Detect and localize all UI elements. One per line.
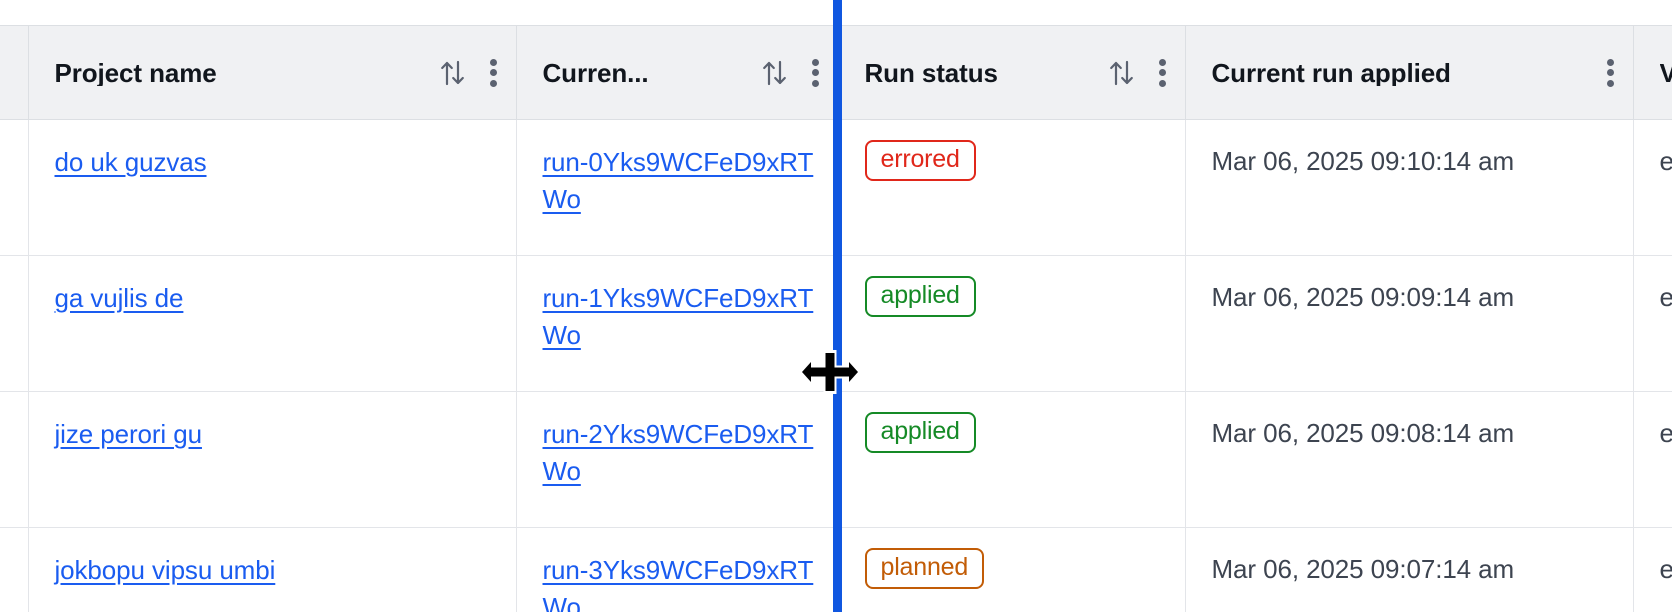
- cell-run-status: applied: [838, 391, 1186, 528]
- cell-cut-off: e: [1633, 255, 1672, 392]
- cell-current-run-applied: Mar 06, 2025 09:07:14 am: [1185, 527, 1634, 612]
- table-row: jokbopu vipsu umbi run-3Yks9WCFeD9xRTWo …: [0, 527, 1672, 612]
- applied-timestamp: Mar 06, 2025 09:10:14 am: [1211, 146, 1515, 176]
- cell-current-run: run-2Yks9WCFeD9xRTWo: [516, 391, 839, 528]
- current-run-link[interactable]: run-1Yks9WCFeD9xRTWo: [542, 283, 814, 350]
- cut-off-value: e: [1659, 282, 1672, 312]
- applied-timestamp: Mar 06, 2025 09:08:14 am: [1211, 418, 1515, 448]
- status-badge: errored: [864, 140, 976, 181]
- kebab-menu-icon[interactable]: [1159, 58, 1167, 87]
- column-header-cut-off[interactable]: V: [1633, 25, 1672, 120]
- status-badge: applied: [864, 276, 976, 317]
- kebab-menu-icon[interactable]: [812, 58, 820, 87]
- current-run-link[interactable]: run-2Yks9WCFeD9xRTWo: [542, 419, 814, 486]
- cell-run-status: planned: [838, 527, 1186, 612]
- table-body: do uk guzvas run-0Yks9WCFeD9xRTWo errore…: [0, 119, 1672, 612]
- status-badge: applied: [864, 412, 976, 453]
- cell-cut-off: e: [1633, 391, 1672, 528]
- cell-project-name: jokbopu vipsu umbi: [28, 527, 517, 612]
- cell-project-name: jize perori gu: [28, 391, 517, 528]
- cell-current-run: run-0Yks9WCFeD9xRTWo: [516, 119, 839, 256]
- sort-arrows-icon[interactable]: [1107, 56, 1137, 90]
- kebab-menu-icon[interactable]: [490, 58, 498, 87]
- header-gutter-cell: [0, 25, 29, 120]
- current-run-link[interactable]: run-3Yks9WCFeD9xRTWo: [542, 555, 814, 612]
- cell-run-status: errored: [838, 119, 1186, 256]
- cut-off-value: e: [1659, 554, 1672, 584]
- cell-current-run-applied: Mar 06, 2025 09:08:14 am: [1185, 391, 1634, 528]
- row-gutter-cell[interactable]: [0, 391, 29, 528]
- applied-timestamp: Mar 06, 2025 09:09:14 am: [1211, 282, 1515, 312]
- cut-off-value: e: [1659, 418, 1672, 448]
- applied-timestamp: Mar 06, 2025 09:07:14 am: [1211, 554, 1515, 584]
- cell-current-run-applied: Mar 06, 2025 09:10:14 am: [1185, 119, 1634, 256]
- project-name-link[interactable]: jize perori gu: [54, 419, 203, 449]
- column-header-label: Run status: [864, 59, 998, 86]
- table-row: do uk guzvas run-0Yks9WCFeD9xRTWo errore…: [0, 119, 1672, 256]
- table-row: ga vujlis de run-1Yks9WCFeD9xRTWo applie…: [0, 255, 1672, 392]
- cell-current-run: run-3Yks9WCFeD9xRTWo: [516, 527, 839, 612]
- project-name-link[interactable]: ga vujlis de: [54, 283, 184, 313]
- sort-arrows-icon[interactable]: [760, 56, 790, 90]
- cell-project-name: do uk guzvas: [28, 119, 517, 256]
- row-gutter-cell[interactable]: [0, 255, 29, 392]
- column-header-label: Curren...: [542, 59, 649, 86]
- column-header-run-status[interactable]: Run status: [838, 25, 1186, 120]
- current-run-link[interactable]: run-0Yks9WCFeD9xRTWo: [542, 147, 814, 214]
- cell-cut-off: e: [1633, 119, 1672, 256]
- row-gutter-cell[interactable]: [0, 119, 29, 256]
- cell-current-run-applied: Mar 06, 2025 09:09:14 am: [1185, 255, 1634, 392]
- cell-project-name: ga vujlis de: [28, 255, 517, 392]
- table-row: jize perori gu run-2Yks9WCFeD9xRTWo appl…: [0, 391, 1672, 528]
- cell-run-status: applied: [838, 255, 1186, 392]
- cut-off-value: e: [1659, 146, 1672, 176]
- table-top-strip: [0, 0, 1672, 25]
- kebab-menu-icon[interactable]: [1607, 58, 1615, 87]
- column-header-label: V: [1659, 59, 1672, 86]
- header-row: Project name: [0, 25, 1672, 120]
- table-header: Project name: [0, 25, 1672, 120]
- sort-arrows-icon[interactable]: [438, 56, 468, 90]
- cell-cut-off: e: [1633, 527, 1672, 612]
- project-name-link[interactable]: do uk guzvas: [54, 147, 207, 177]
- column-header-current-run[interactable]: Curren...: [516, 25, 839, 120]
- column-header-label: Current run applied: [1211, 59, 1451, 86]
- column-header-label: Project name: [54, 59, 217, 86]
- row-gutter-cell[interactable]: [0, 527, 29, 612]
- cell-current-run: run-1Yks9WCFeD9xRTWo: [516, 255, 839, 392]
- projects-table: Project name: [0, 25, 1672, 612]
- status-badge: planned: [864, 548, 985, 589]
- column-header-project-name[interactable]: Project name: [28, 25, 517, 120]
- column-header-current-run-applied[interactable]: Current run applied: [1185, 25, 1634, 120]
- project-name-link[interactable]: jokbopu vipsu umbi: [54, 555, 276, 585]
